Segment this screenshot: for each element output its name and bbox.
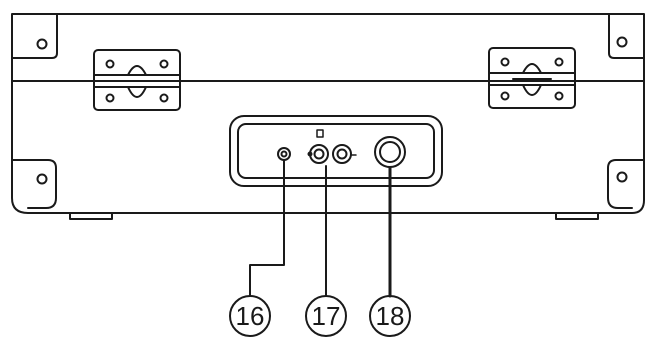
- callout-circle-16: [229, 295, 271, 337]
- dc-jack: [277, 147, 291, 161]
- connector-panel: [229, 115, 443, 187]
- corner-bracket-top-right: [608, 13, 645, 59]
- callout-label-16: 16: [236, 301, 265, 331]
- foot-left: [69, 212, 113, 220]
- leader-line-16: [249, 159, 285, 297]
- case-outline: [11, 13, 645, 214]
- panel-marker: [316, 129, 324, 138]
- callout-circle-17: [305, 295, 347, 337]
- latch-right: [488, 47, 576, 109]
- callout-circle-18: [369, 295, 411, 337]
- corner-bracket-bottom-right: [607, 159, 645, 209]
- callout-label-18: 18: [376, 301, 405, 331]
- latch-left: [93, 49, 181, 111]
- rca-jacks: [307, 144, 357, 164]
- foot-right: [555, 212, 599, 220]
- corner-bracket-bottom-left: [11, 159, 57, 209]
- corner-bracket-top-left: [11, 13, 58, 59]
- callout-label-17: 17: [312, 301, 341, 331]
- power-button: [374, 136, 406, 168]
